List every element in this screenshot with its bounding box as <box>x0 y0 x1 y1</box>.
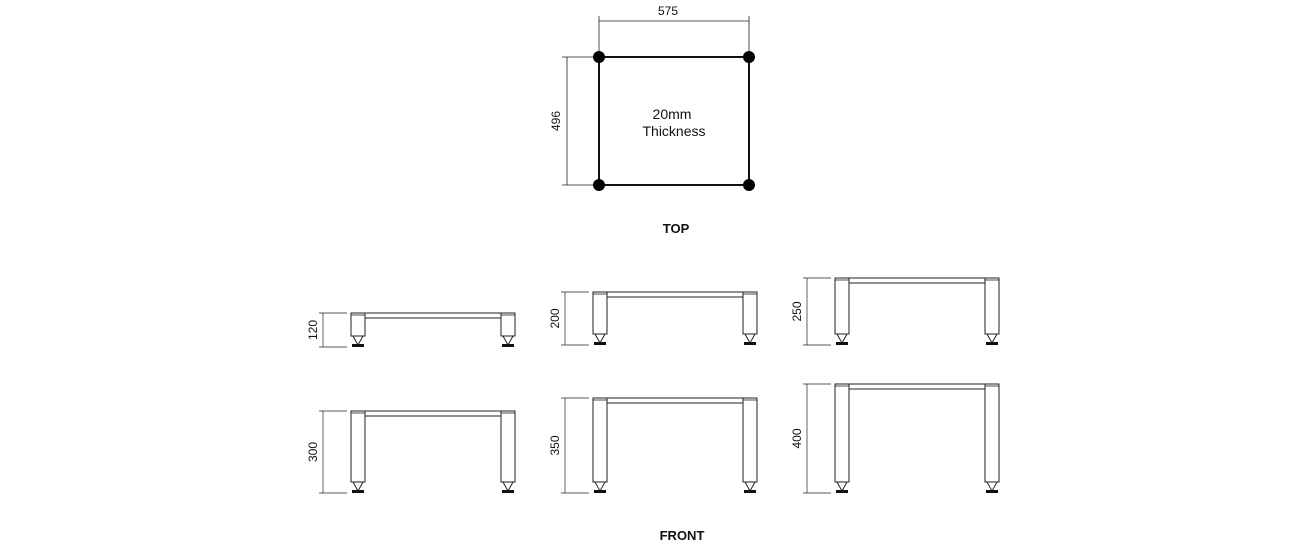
depth-dimension-label: 496 <box>549 111 563 131</box>
thickness-label-line1: 20mm <box>653 106 692 122</box>
corner-post-bottom-right <box>743 179 755 191</box>
stand-shelf <box>364 312 502 319</box>
spike-right <box>744 481 756 493</box>
stand-leg-right <box>984 383 1000 483</box>
top-view-heading: TOP <box>663 221 690 236</box>
thickness-label-line2: Thickness <box>642 123 705 139</box>
spike-left <box>594 333 606 345</box>
stand-leg-right <box>984 277 1000 335</box>
stand-leg-left <box>350 312 366 337</box>
stand-leg-left <box>350 410 366 483</box>
height-dimension-label: 250 <box>790 301 804 321</box>
front-view-heading: FRONT <box>660 528 705 543</box>
height-dimension-label: 400 <box>790 428 804 448</box>
spike-left <box>352 335 364 347</box>
spike-left <box>594 481 606 493</box>
stand-shelf <box>606 291 744 298</box>
foot-pad-right <box>502 490 514 493</box>
foot-pad-right <box>986 490 998 493</box>
stand-shelf <box>606 397 744 404</box>
corner-post-bottom-left <box>593 179 605 191</box>
spike-left <box>836 481 848 493</box>
stand-leg-left <box>834 277 850 335</box>
foot-pad-right <box>744 490 756 493</box>
height-dimension-label: 300 <box>306 442 320 462</box>
spike-left <box>836 333 848 345</box>
stand-leg-left <box>834 383 850 483</box>
top-plate <box>598 56 750 186</box>
stand-leg-left <box>592 397 608 483</box>
foot-pad-right <box>744 342 756 345</box>
spike-right <box>502 335 514 347</box>
spike-right <box>986 333 998 345</box>
stand-shelf <box>848 383 986 390</box>
stand-shelf <box>364 410 502 417</box>
spike-right <box>744 333 756 345</box>
stand-leg-right <box>500 312 516 337</box>
stand-leg-right <box>742 291 758 335</box>
stand-leg-right <box>742 397 758 483</box>
foot-pad-left <box>594 342 606 345</box>
spike-right <box>986 481 998 493</box>
foot-pad-right <box>986 342 998 345</box>
spike-right <box>502 481 514 493</box>
corner-post-top-left <box>593 51 605 63</box>
top-view: 575 496 20mm Thickness TOP <box>549 4 755 236</box>
foot-pad-right <box>502 344 514 347</box>
front-views: 120 200 250 300 350 400 <box>306 277 1000 494</box>
foot-pad-left <box>352 490 364 493</box>
spike-left <box>352 481 364 493</box>
stand-shelf <box>848 277 986 284</box>
width-dimension-label: 575 <box>658 4 678 18</box>
foot-pad-left <box>594 490 606 493</box>
foot-pad-left <box>352 344 364 347</box>
foot-pad-left <box>836 342 848 345</box>
foot-pad-left <box>836 490 848 493</box>
height-dimension-label: 200 <box>548 308 562 328</box>
height-dimension-label: 120 <box>306 320 320 340</box>
corner-post-top-right <box>743 51 755 63</box>
stand-leg-right <box>500 410 516 483</box>
stand-leg-left <box>592 291 608 335</box>
height-dimension-label: 350 <box>548 435 562 455</box>
